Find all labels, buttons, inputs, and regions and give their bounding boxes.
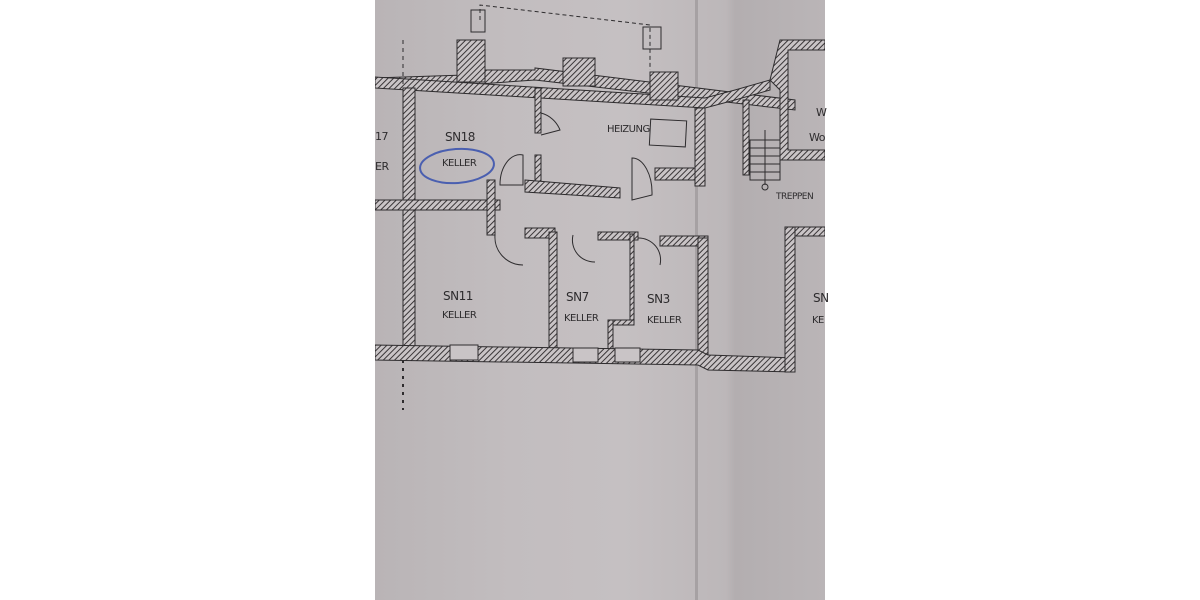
floor-plan-drawing (375, 4, 825, 410)
room-sn3-label: KELLER (647, 315, 682, 326)
room-right-label: KE (812, 315, 824, 326)
room-sn7-number: SN7 (566, 290, 589, 304)
right-top-label-2: Wo (809, 131, 825, 144)
right-top-label-1: W (816, 106, 827, 119)
room-17-number: 17 (375, 130, 389, 143)
room-sn18-label: KELLER (442, 158, 477, 169)
room-sn3-number: SN3 (647, 292, 670, 306)
room-sn11-number: SN11 (443, 289, 473, 303)
floor-plan-photo: 17 ER SN18 KELLER HEIZUNG SN11 KELLER SN… (375, 0, 829, 600)
room-sn18-number: SN18 (445, 130, 475, 144)
paper-fold-line (695, 0, 698, 600)
highlight-circle (419, 147, 495, 185)
room-17-label: ER (375, 160, 389, 173)
room-right-number: SN (813, 291, 829, 305)
stairs-label: TREPPEN (776, 192, 814, 202)
room-sn7-label: KELLER (564, 313, 599, 324)
room-heizung-label: HEIZUNG (607, 124, 650, 135)
room-sn11-label: KELLER (442, 310, 477, 321)
